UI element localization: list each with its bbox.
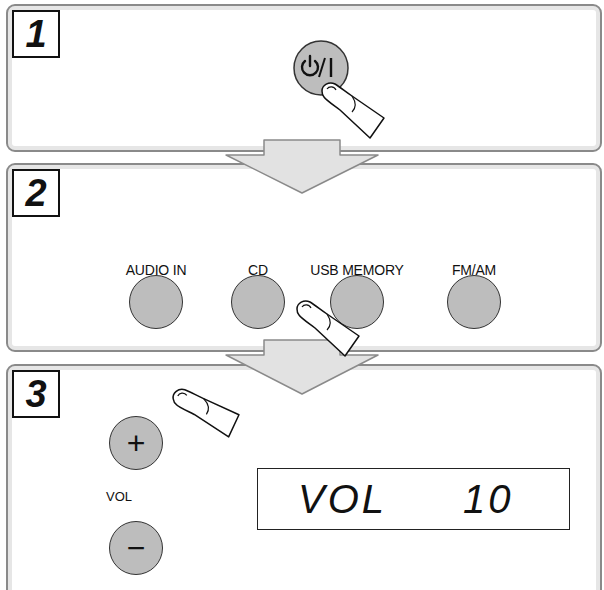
- volume-button: +: [109, 416, 163, 470]
- button-circle: [330, 275, 384, 329]
- step-number: 1: [12, 10, 60, 58]
- pressing-finger: [297, 301, 359, 356]
- control-label: VOL: [106, 489, 132, 504]
- step-panel: 3 + − VOL 10: [6, 364, 602, 590]
- arrow-shape: [226, 140, 378, 193]
- source-button: FM/AM: [419, 262, 529, 334]
- step-number: 3: [12, 370, 60, 418]
- pressing-finger: [322, 83, 384, 138]
- step-number: 2: [12, 169, 60, 217]
- step-panel: 2AUDIO INCDUSB MEMORYFM/AM: [6, 163, 602, 352]
- power-button: [294, 41, 348, 95]
- button-circle: [447, 275, 501, 329]
- source-button: AUDIO IN: [101, 262, 211, 334]
- button-sign: +: [127, 427, 146, 459]
- button-circle: [231, 275, 285, 329]
- step-arrow: [226, 140, 378, 193]
- display-text: VOL: [298, 477, 387, 521]
- display-window: VOL 10: [257, 468, 570, 530]
- source-button: USB MEMORY: [302, 262, 412, 334]
- button-sign: −: [127, 532, 146, 564]
- step-panel: 1: [6, 4, 602, 152]
- pressing-finger: [172, 380, 243, 445]
- source-button: CD: [203, 262, 313, 334]
- volume-button: −: [109, 521, 163, 575]
- arrow-shape: [226, 340, 378, 394]
- display-text: 10: [463, 477, 514, 521]
- step-arrow: [226, 340, 378, 394]
- button-circle: [129, 275, 183, 329]
